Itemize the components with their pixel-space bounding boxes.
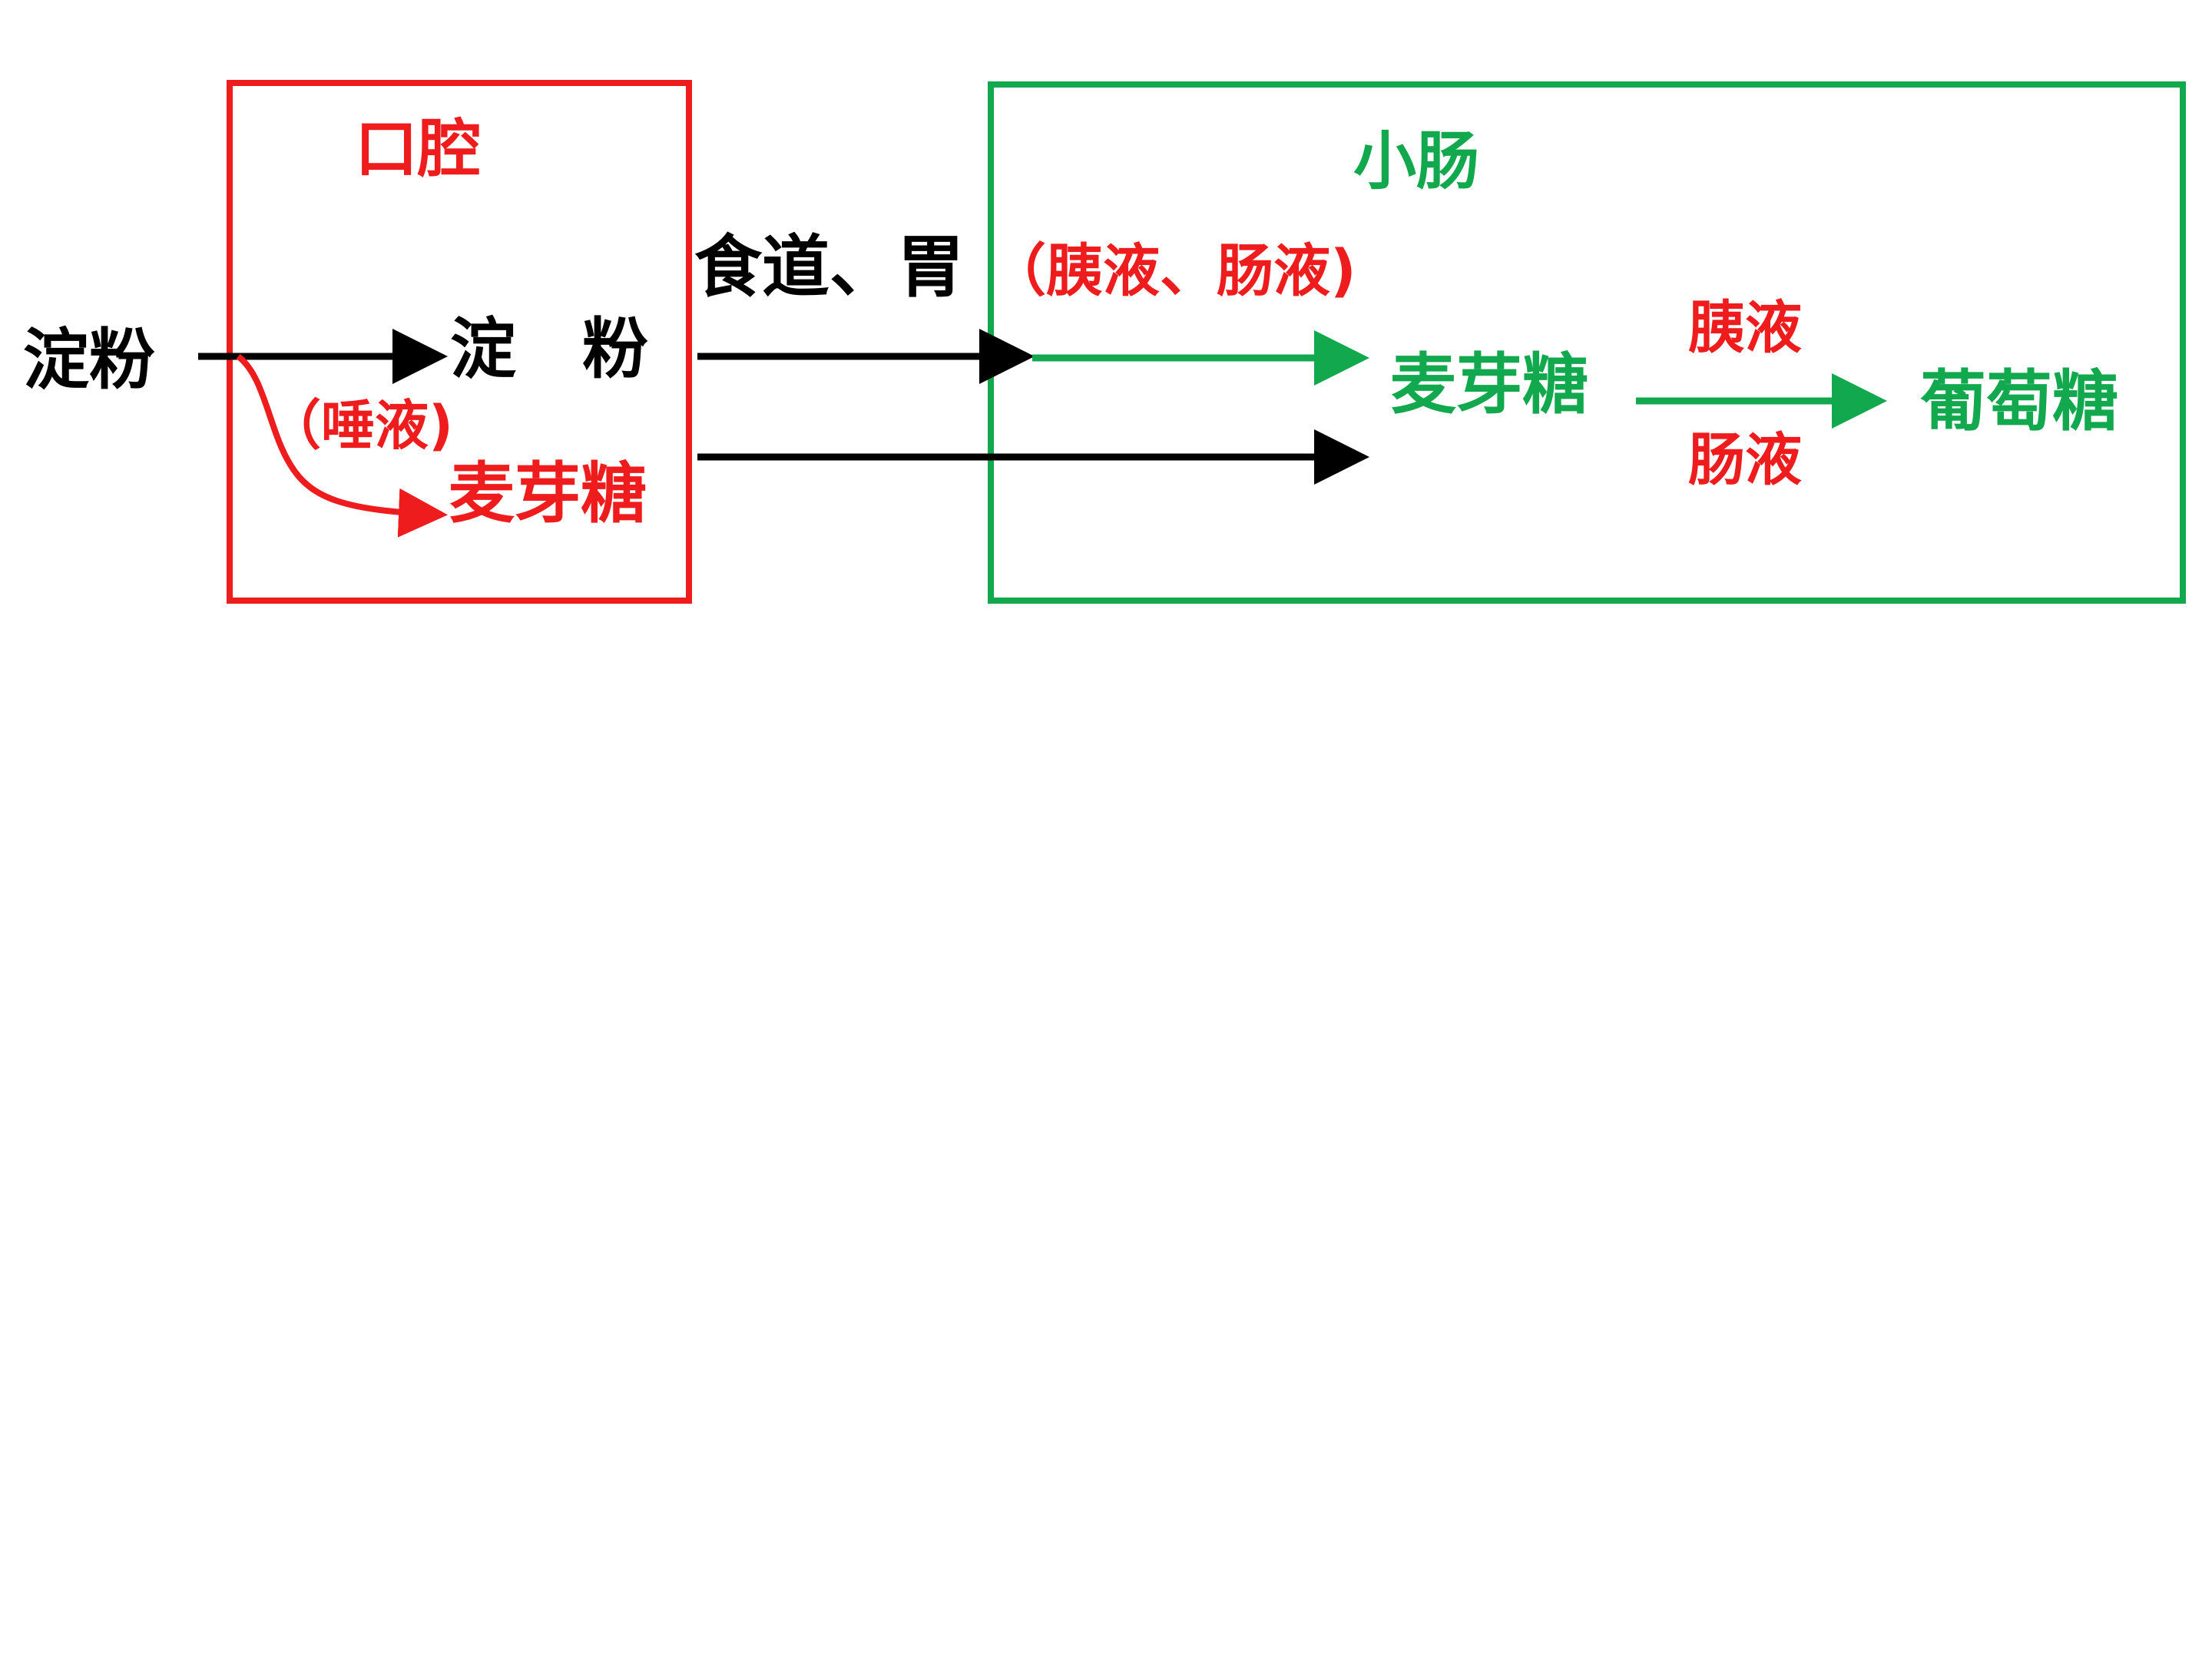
label-esophagus-stomach: 食道、胃 [694,227,965,306]
label-intestinal-juice: 肠液 [1688,427,1802,493]
label-saliva: （唾液) [267,394,453,457]
label-mouth-maltose: 麦芽糖 [449,455,647,532]
small-intestine-box [988,81,2186,604]
label-juices: （胰液、肠液) [989,238,1356,304]
label-mouth-title: 口腔 [355,113,481,186]
label-small-intestine-title: 小肠 [1353,125,1479,198]
mouth-box [227,80,692,604]
label-start-starch: 淀粉 [23,322,155,399]
arrow-saliva-curve [236,353,448,538]
label-mouth-starch: 淀 粉 [450,311,648,388]
label-pancreatic-juice: 胰液 [1688,295,1802,361]
label-intestine-maltose: 麦芽糖 [1390,346,1588,423]
label-glucose: 葡萄糖 [1920,363,2118,440]
